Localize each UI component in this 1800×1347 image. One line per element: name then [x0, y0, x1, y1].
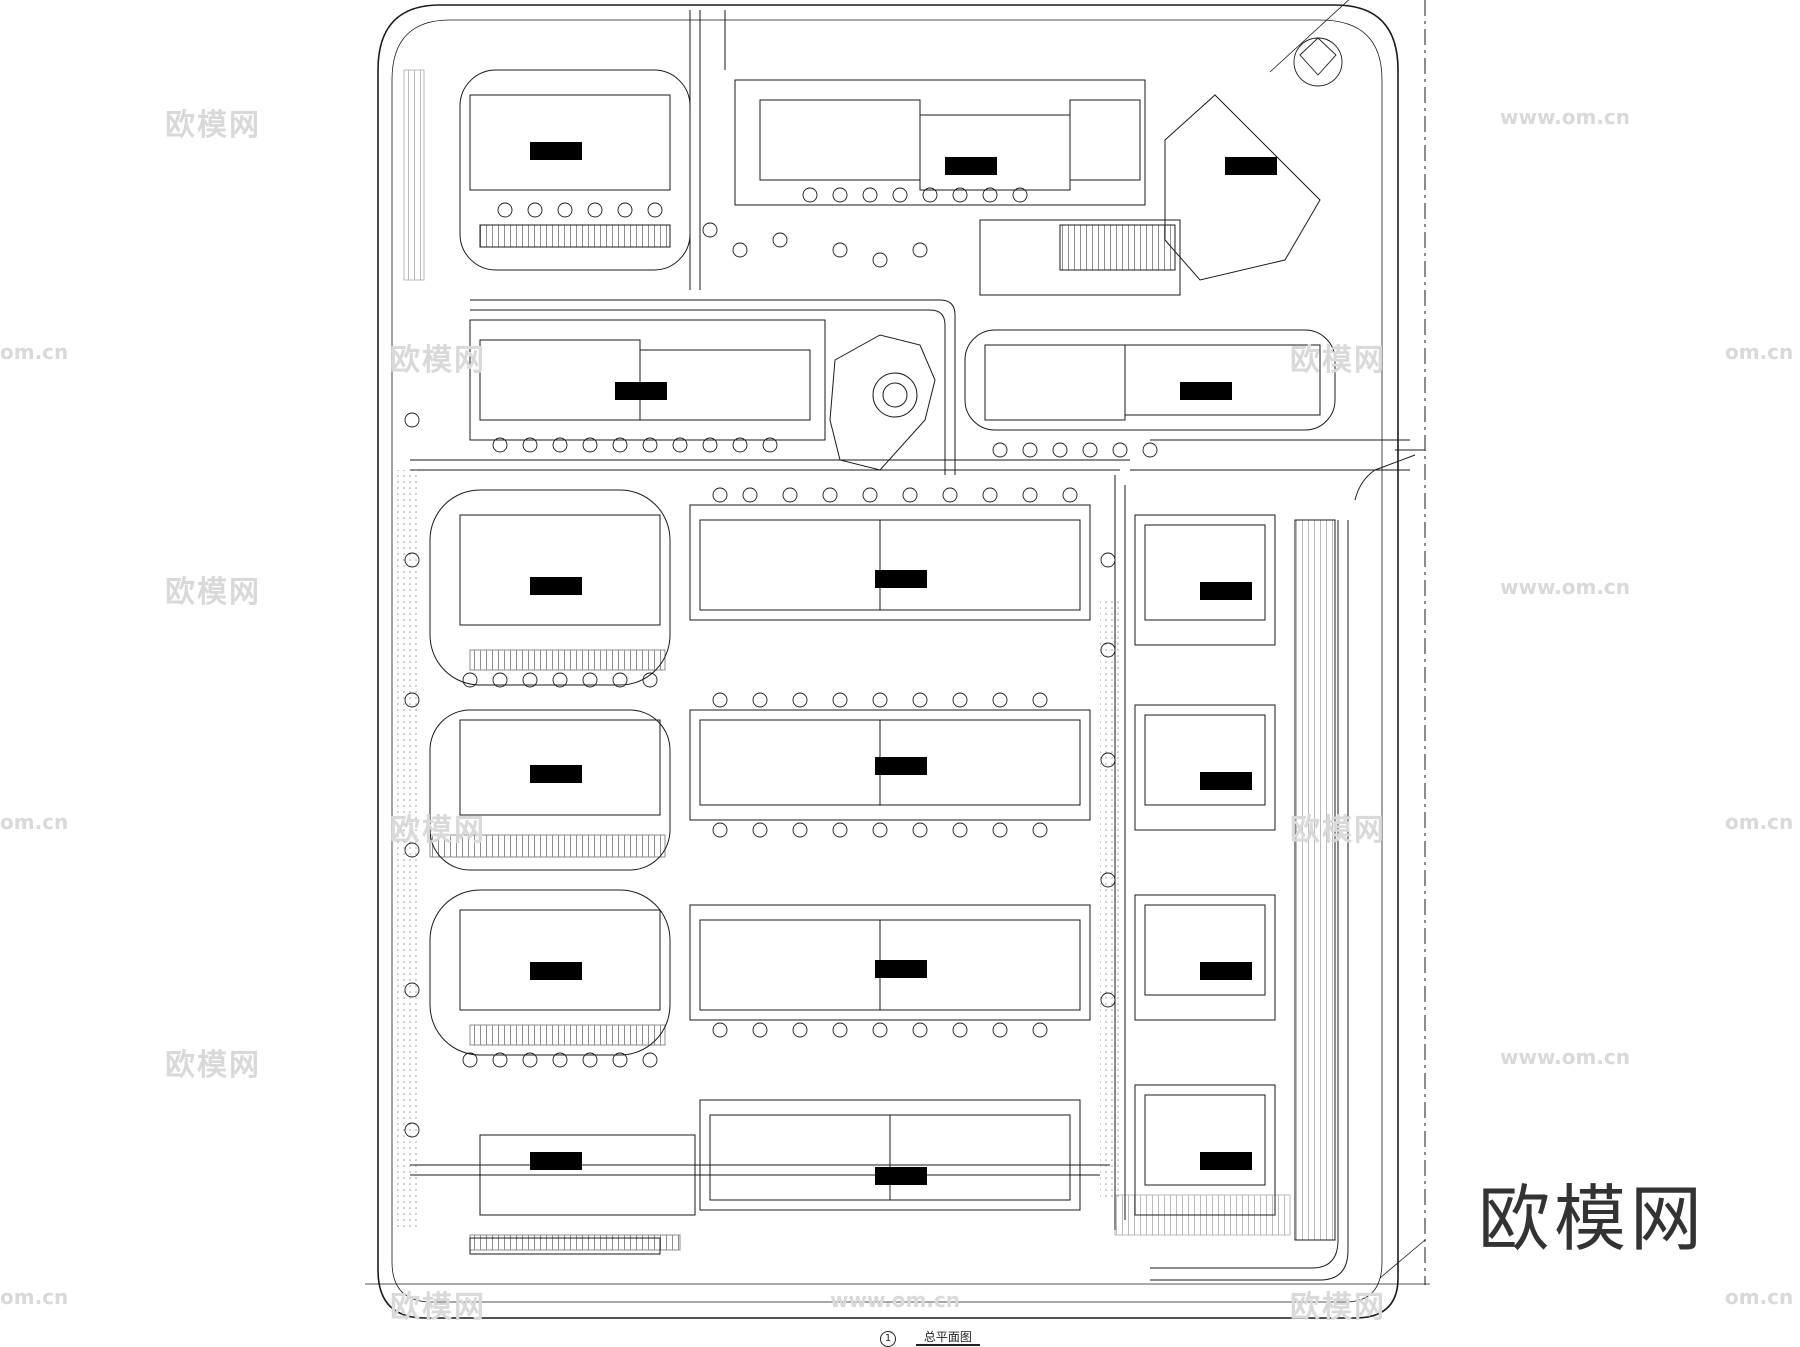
watermark-text: 欧模网 [165, 1048, 261, 1083]
building-blocks [403, 69, 1336, 1255]
caption-label: 总平面图 [915, 1330, 980, 1346]
watermark-url: om.cn [1725, 1285, 1794, 1309]
watermark-text: 欧模网 [1290, 343, 1386, 378]
watermark-url: om.cn [0, 810, 69, 834]
watermark-text: 欧模网 [1290, 1290, 1386, 1325]
watermark-text: 欧模网 [1290, 813, 1386, 848]
watermark-url: om.cn [0, 340, 69, 364]
green-belt [1100, 600, 1120, 1200]
trees [404, 187, 1158, 1138]
drawing-caption: 1 总平面图 [880, 1328, 980, 1347]
watermark-url: om.cn [1725, 810, 1794, 834]
watermark-url: www.om.cn [1500, 1045, 1631, 1069]
watermark-text: 欧模网 [390, 1290, 486, 1325]
watermark-url: www.om.cn [1500, 575, 1631, 599]
site-boundary [365, 0, 1430, 1319]
watermark-url: www.om.cn [1500, 105, 1631, 129]
brand-logo-text: 欧模网 [1478, 1177, 1707, 1261]
caption-number: 1 [880, 1331, 896, 1347]
watermark-text: 欧模网 [390, 343, 486, 378]
watermark-url: om.cn [1725, 340, 1794, 364]
watermark-url: om.cn [0, 1285, 69, 1309]
north-arrow [1293, 37, 1343, 87]
watermark-text: 欧模网 [390, 813, 486, 848]
building-labels [530, 142, 1277, 1185]
watermark-url: www.om.cn [830, 1288, 961, 1312]
green-belt [395, 470, 420, 1230]
watermark-text: 欧模网 [165, 108, 261, 143]
watermark-text: 欧模网 [165, 575, 261, 610]
